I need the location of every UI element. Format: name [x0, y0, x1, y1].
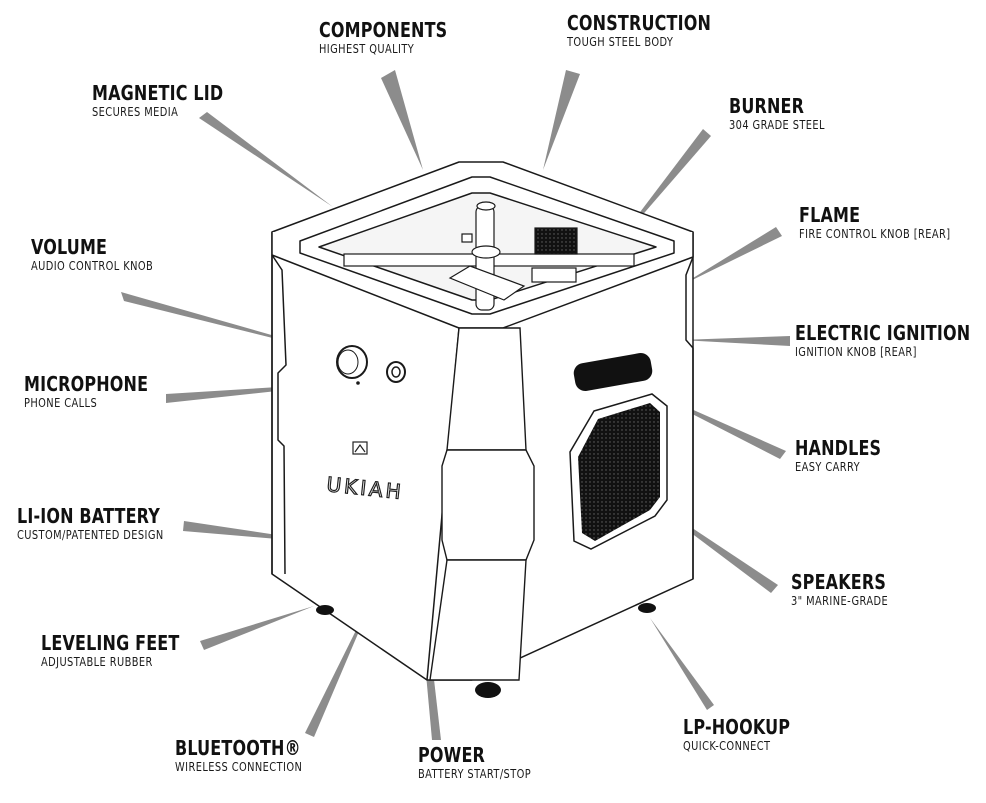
callout-subtitle: IGNITION KNOB [REAR]: [795, 345, 975, 360]
callout-subtitle: BATTERY START/STOP: [418, 767, 531, 782]
callout-title: LI-ION BATTERY: [17, 505, 160, 528]
callout-title: POWER: [418, 744, 528, 767]
callout-subtitle: FIRE CONTROL KNOB [REAR]: [799, 227, 951, 242]
callout-subtitle: PHONE CALLS: [24, 396, 151, 411]
pointer-leveling-feet: [200, 606, 314, 650]
callout-title: ELECTRIC IGNITION: [795, 322, 970, 345]
microphone-hole: [356, 381, 360, 385]
callout-leveling-feet: LEVELING FEET ADJUSTABLE RUBBER: [41, 632, 214, 670]
callout-title: VOLUME: [31, 236, 150, 259]
callout-handles: HANDLES EASY CARRY: [795, 437, 903, 475]
callout-subtitle: HIGHEST QUALITY: [319, 42, 451, 57]
callout-li-ion-battery: LI-ION BATTERY CUSTOM/PATENTED DESIGN: [17, 505, 196, 543]
callout-title: COMPONENTS: [319, 19, 447, 42]
callout-lp-hookup: LP-HOOKUP QUICK-CONNECT: [683, 716, 817, 754]
callout-construction: CONSTRUCTION TOUGH STEEL BODY: [567, 12, 747, 50]
callout-microphone: MICROPHONE PHONE CALLS: [24, 373, 179, 411]
callout-title: CONSTRUCTION: [567, 12, 711, 35]
volume-knob: [337, 346, 367, 378]
callout-subtitle: TOUGH STEEL BODY: [567, 35, 715, 50]
callout-title: FLAME: [799, 204, 947, 227]
callout-burner: BURNER 304 GRADE STEEL: [729, 95, 846, 133]
pointer-magnetic-lid: [199, 112, 333, 207]
pointer-electric-ignition: [680, 336, 790, 346]
callout-subtitle: 3" MARINE-GRADE: [791, 594, 888, 609]
callout-title: MICROPHONE: [24, 373, 148, 396]
pointer-lp-hookup: [650, 618, 714, 710]
pointer-components: [381, 70, 423, 170]
callout-title: BURNER: [729, 95, 823, 118]
callout-subtitle: WIRELESS CONNECTION: [175, 760, 304, 775]
callout-magnetic-lid: MAGNETIC LID SECURES MEDIA: [92, 82, 256, 120]
pointer-construction: [543, 70, 580, 170]
callout-electric-ignition: ELECTRIC IGNITION IGNITION KNOB [REAR]: [795, 322, 986, 360]
callout-subtitle: CUSTOM/PATENTED DESIGN: [17, 528, 164, 543]
callout-volume: VOLUME AUDIO CONTROL KNOB: [31, 236, 180, 274]
pointer-flame: [680, 227, 782, 286]
callout-subtitle: SECURES MEDIA: [92, 105, 227, 120]
callout-subtitle: AUDIO CONTROL KNOB: [31, 259, 153, 274]
callout-subtitle: 304 GRADE STEEL: [729, 118, 825, 133]
callout-speakers: SPEAKERS 3" MARINE-GRADE: [791, 571, 910, 609]
callout-subtitle: ADJUSTABLE RUBBER: [41, 655, 183, 670]
callout-subtitle: EASY CARRY: [795, 460, 883, 475]
callout-title: BLUETOOTH®: [175, 737, 301, 760]
callout-title: LP-HOOKUP: [683, 716, 790, 739]
callout-title: HANDLES: [795, 437, 881, 460]
callout-title: LEVELING FEET: [41, 632, 179, 655]
callout-bluetooth: BLUETOOTH® WIRELESS CONNECTION: [175, 737, 332, 775]
power-button: [387, 362, 405, 382]
callout-flame: FLAME FIRE CONTROL KNOB [REAR]: [799, 204, 984, 242]
callout-subtitle: QUICK-CONNECT: [683, 739, 793, 754]
callout-title: SPEAKERS: [791, 571, 886, 594]
callout-components: COMPONENTS HIGHEST QUALITY: [319, 19, 479, 57]
callout-power: POWER BATTERY START/STOP: [418, 744, 556, 782]
callout-title: MAGNETIC LID: [92, 82, 223, 105]
